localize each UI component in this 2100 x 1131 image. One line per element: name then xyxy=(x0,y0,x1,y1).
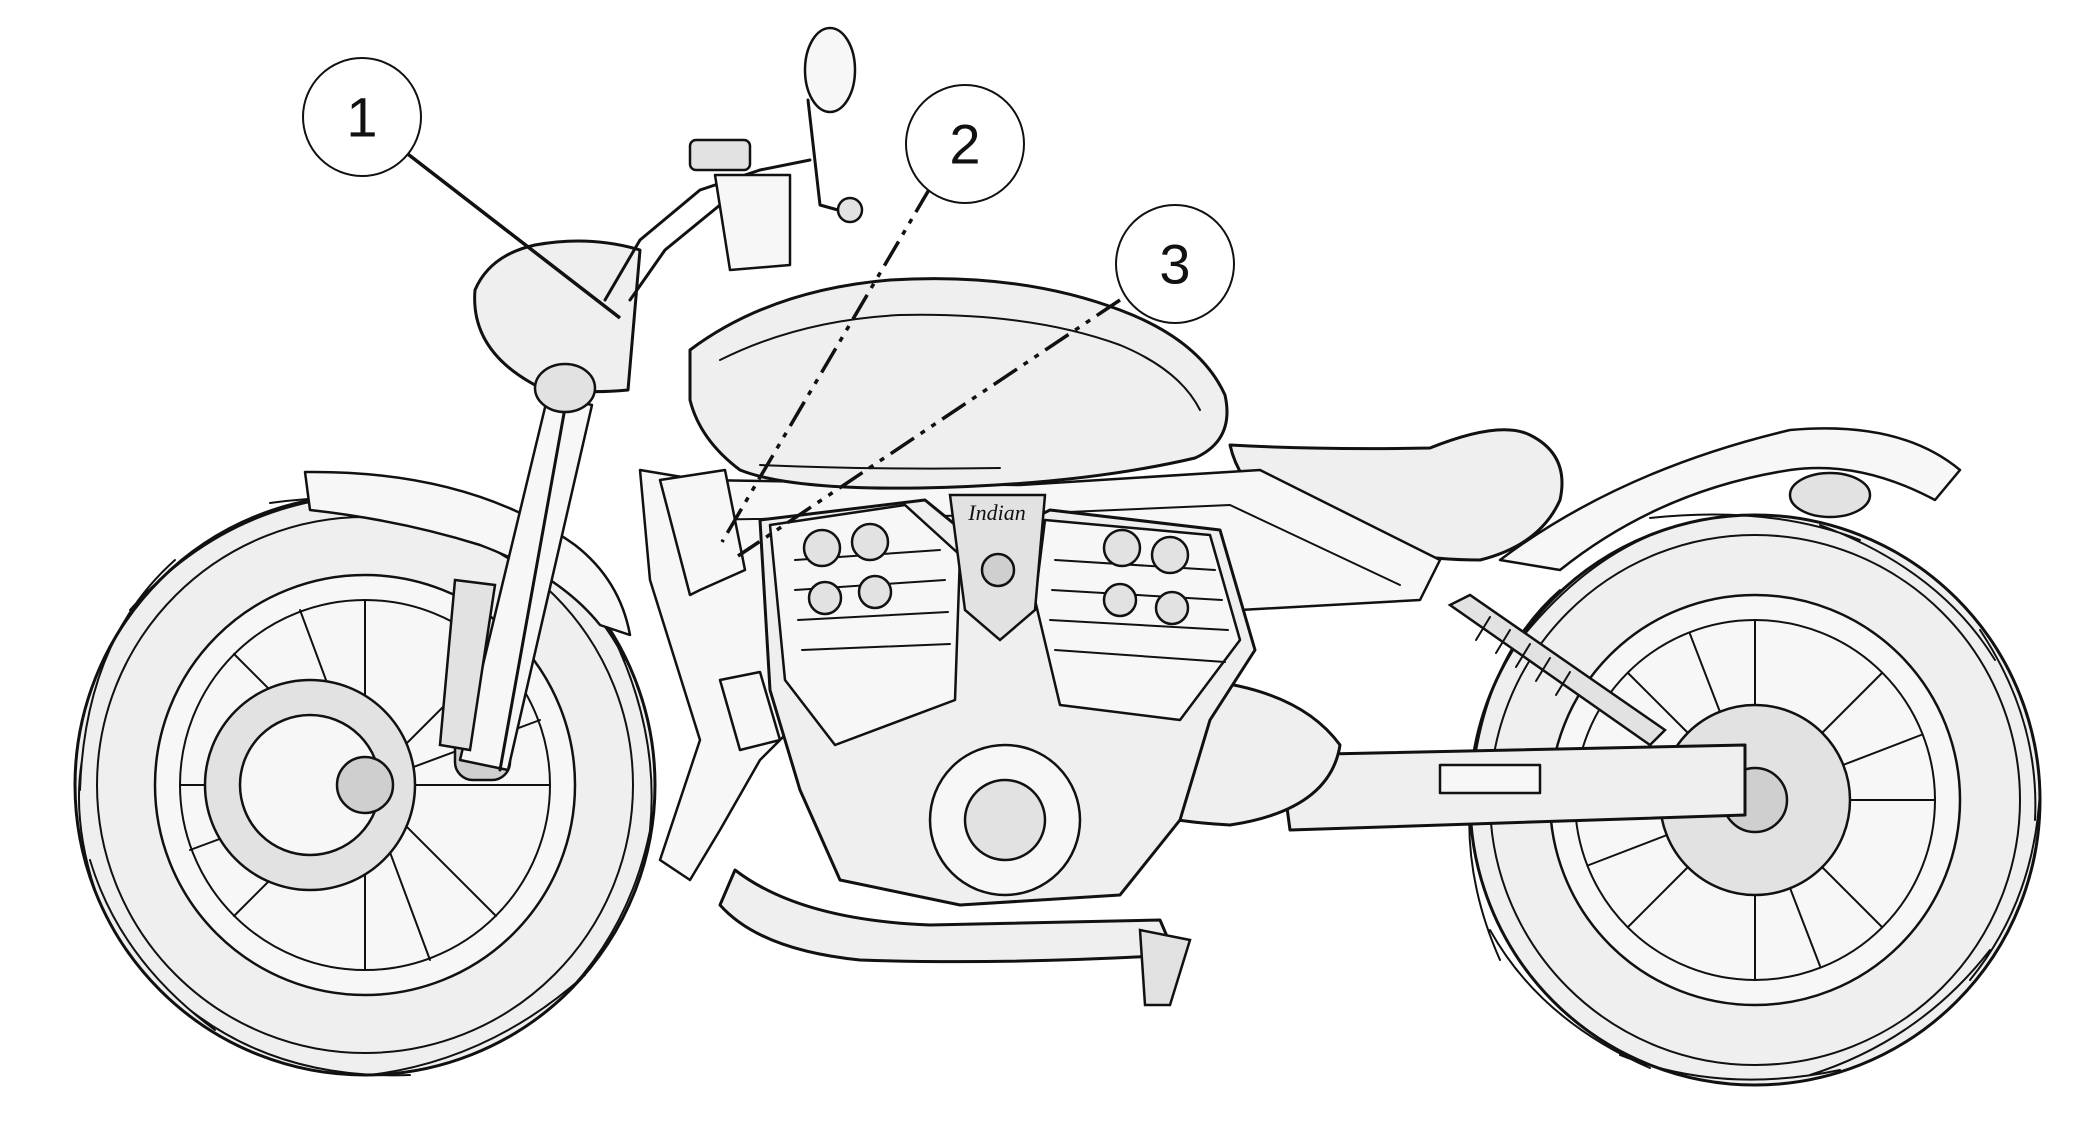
callout-1-label: 1 xyxy=(346,86,377,149)
engine-logo-text: Indian xyxy=(967,500,1025,525)
callout-2: 2 xyxy=(720,84,1025,543)
engine: Indian xyxy=(718,493,1257,964)
turn-signal xyxy=(533,362,597,414)
footpeg xyxy=(1138,928,1192,1007)
taillight xyxy=(1788,471,1872,519)
fuel-tank xyxy=(688,277,1229,490)
rear-tire-tread xyxy=(1468,513,2041,1081)
handlebar xyxy=(603,138,812,302)
brake-disc xyxy=(203,678,417,892)
crankcase-cover xyxy=(928,743,1082,897)
front-cylinder xyxy=(768,503,962,747)
callout-3: 3 xyxy=(737,204,1235,558)
rear-wheel xyxy=(1468,513,2042,1087)
mirror xyxy=(803,26,864,224)
side-panel xyxy=(658,468,782,752)
callout-3-label: 3 xyxy=(1159,233,1190,296)
rear-shock xyxy=(1447,593,1667,747)
airbox-cover: Indian xyxy=(948,493,1047,642)
exhaust xyxy=(718,868,1177,964)
swingarm xyxy=(1278,743,1747,832)
front-fender xyxy=(303,470,632,637)
callout-2-label: 2 xyxy=(949,113,980,176)
callout-1: 1 xyxy=(302,57,622,320)
rear-fender xyxy=(1498,427,1962,572)
